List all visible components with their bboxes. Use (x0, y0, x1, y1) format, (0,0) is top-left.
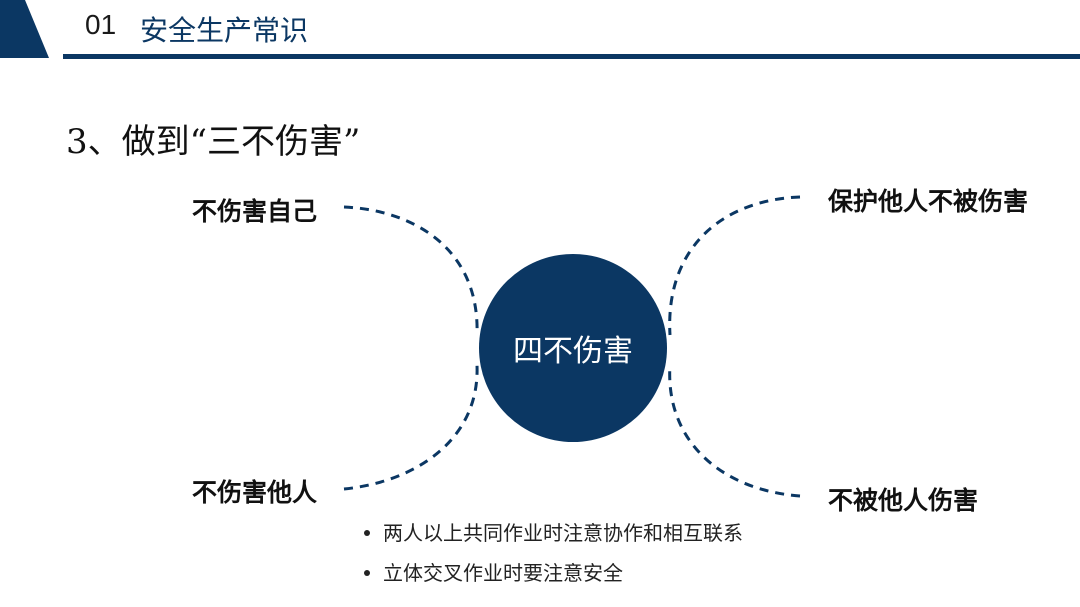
connector-top-left (343, 205, 479, 336)
node-bottom-left: 不伤害他人 (192, 478, 318, 507)
header-title: 安全生产常识 (140, 14, 309, 47)
connector-top-right (668, 195, 801, 336)
node-top-left: 不伤害自己 (192, 197, 318, 226)
header-divider (63, 54, 1080, 59)
note-text: 两人以上共同作业时注意协作和相互联系 (383, 521, 743, 545)
connector-bottom-left (343, 364, 479, 491)
node-bottom-right: 不被他人伤害 (828, 486, 979, 515)
section-number: 01 (85, 9, 117, 40)
connector-bottom-right (668, 364, 801, 498)
bullet-icon (364, 570, 370, 576)
page-title: 3、做到“三不伤害” (66, 122, 361, 162)
node-top-right: 保护他人不被伤害 (828, 187, 1029, 216)
list-item: 立体交叉作业时要注意安全 (362, 560, 743, 600)
bullet-icon (364, 530, 370, 536)
notes-list: 两人以上共同作业时注意协作和相互联系 立体交叉作业时要注意安全 (362, 520, 743, 600)
center-label: 四不伤害 (513, 334, 633, 369)
list-item: 两人以上共同作业时注意协作和相互联系 (362, 520, 743, 560)
center-circle: 四不伤害 (479, 254, 667, 442)
note-text: 立体交叉作业时要注意安全 (383, 561, 623, 585)
